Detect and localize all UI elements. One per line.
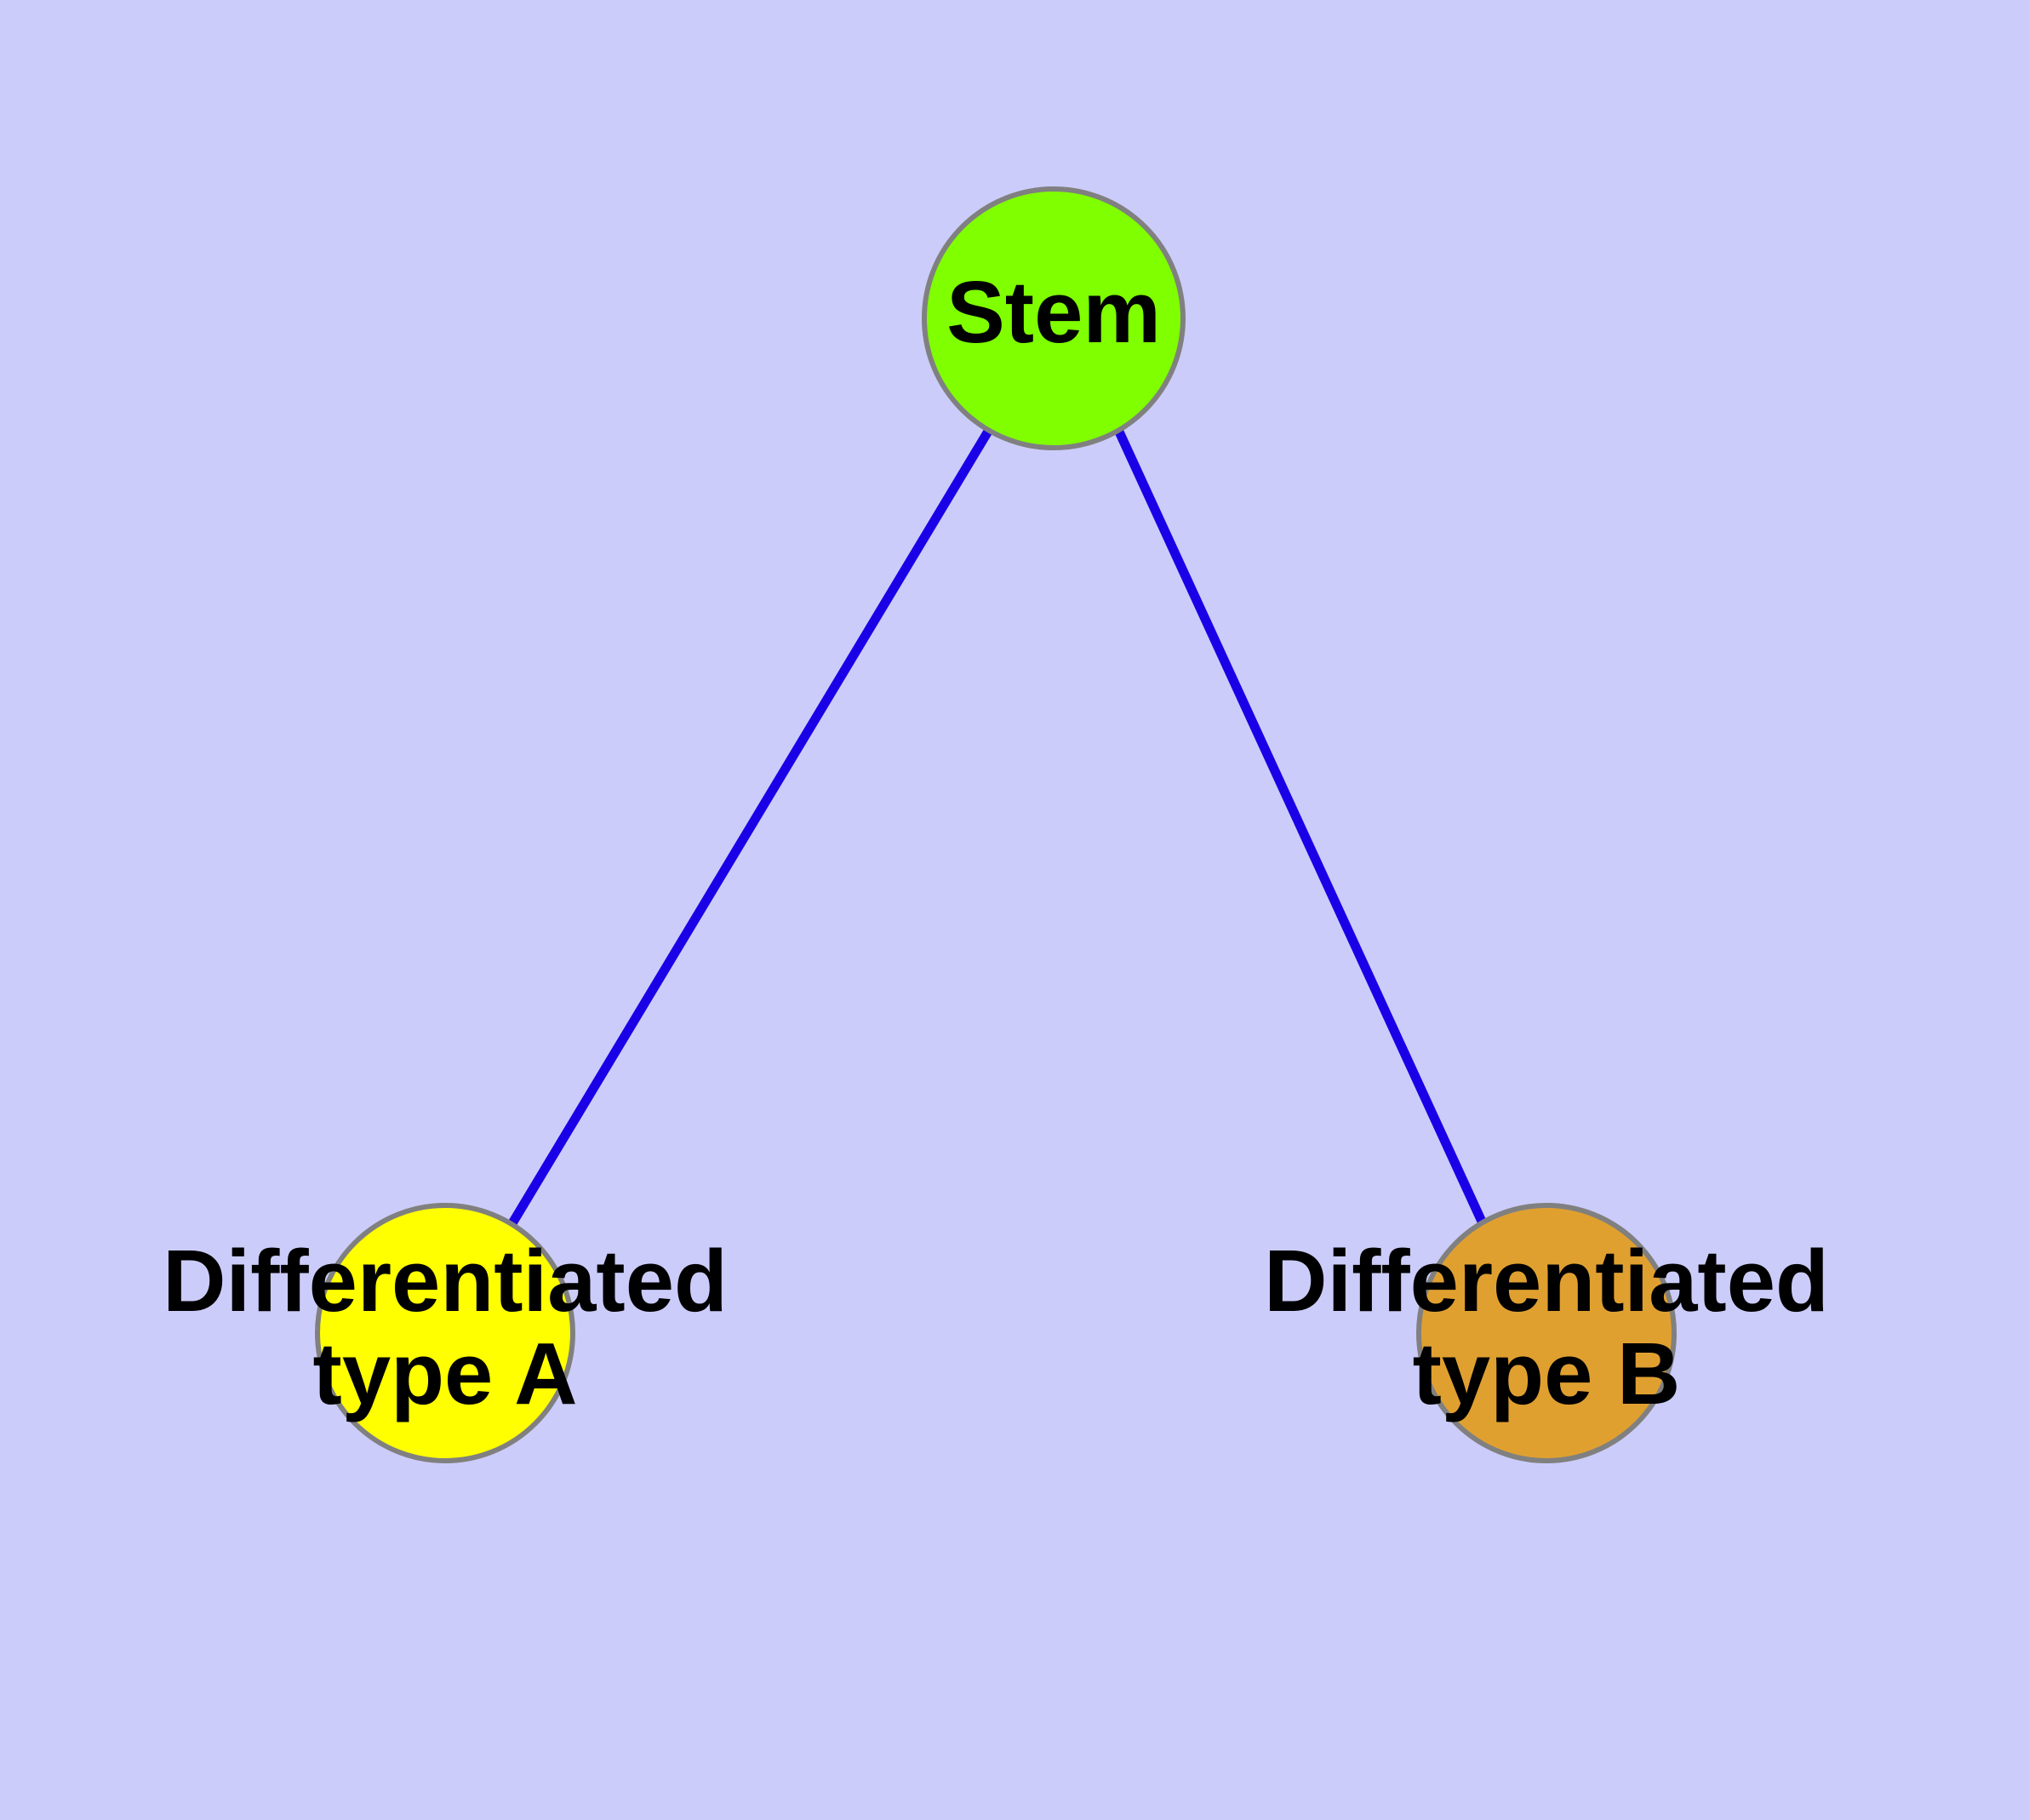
node-circle-diff_a[interactable]	[315, 1203, 575, 1463]
node-circle-stem[interactable]	[922, 186, 1186, 450]
node-circle-diff_b[interactable]	[1416, 1203, 1677, 1463]
node-differentiated-type-b[interactable]	[1419, 1205, 1674, 1461]
edge-stem-to-diff_b[interactable]	[1114, 427, 1487, 1226]
edge-stem-to-diff_a[interactable]	[508, 427, 993, 1226]
node-stem[interactable]	[924, 189, 1183, 448]
node-differentiated-type-a[interactable]	[317, 1205, 573, 1461]
edges-group	[508, 427, 1487, 1226]
nodes-group	[315, 186, 1677, 1463]
